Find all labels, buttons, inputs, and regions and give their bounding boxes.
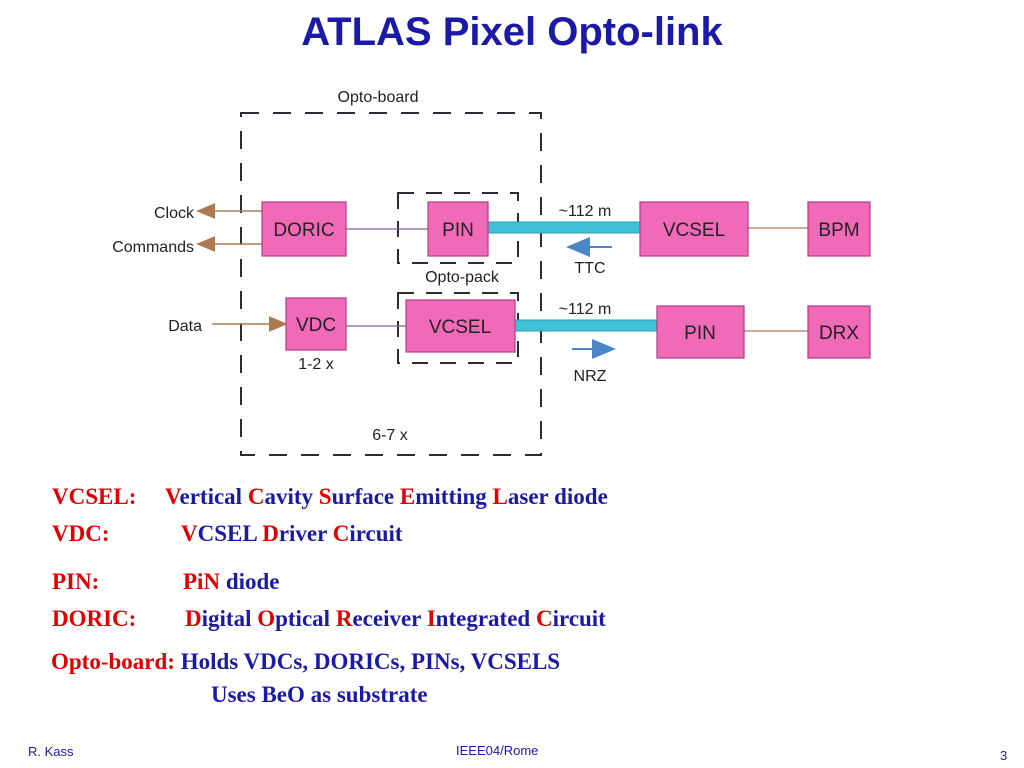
doric-label: DORIC	[273, 220, 334, 241]
opto-board-note-line2: Uses BeO as substrate	[211, 682, 428, 707]
footer-author: R. Kass	[28, 744, 74, 759]
bottom-fiber-length: ~112 m	[559, 301, 612, 318]
pin-remote-label: PIN	[684, 323, 716, 344]
doric-box	[261, 201, 347, 257]
definition-part: C	[332, 521, 350, 546]
definition-part: eceiver	[352, 606, 427, 631]
definition-part: V	[165, 484, 180, 509]
vcsel-board-label: VCSEL	[429, 317, 491, 338]
definition-part: L	[492, 484, 508, 509]
definition-term: VDC:	[52, 521, 110, 546]
definition-part: ircuit	[349, 521, 403, 546]
definition-part: mitting	[415, 484, 493, 509]
nrz-label: NRZ	[574, 368, 607, 385]
definition-part: C	[247, 484, 265, 509]
opto-pack-label-bg	[416, 266, 508, 288]
definition-part: C	[535, 606, 553, 631]
vcsel-board-box	[405, 299, 516, 353]
definition-part: urface	[331, 484, 400, 509]
vcsel-remote-label: VCSEL	[663, 220, 725, 241]
bpm-label: BPM	[818, 220, 859, 241]
pin-remote-box	[656, 305, 745, 359]
opto-board-note-line1: Holds VDCs, DORICs, PINs, VCSELS	[180, 649, 561, 674]
definition-part: igital	[201, 606, 258, 631]
definition-part: D	[262, 521, 279, 546]
definition-part: CSEL	[197, 521, 263, 546]
pin-board-box	[427, 201, 489, 257]
clock-label: Clock	[154, 205, 195, 222]
definition-part: V	[181, 521, 198, 546]
definition-term: VCSEL:	[52, 484, 137, 509]
definition-expansion: Digital Optical Receiver Integrated Circ…	[185, 606, 606, 632]
commands-label: Commands	[112, 239, 194, 256]
definition-part: diode	[220, 569, 280, 594]
opto-link-diagram: Opto-board Opto-pack Clock Commands Data…	[112, 86, 871, 456]
bpm-box	[807, 201, 871, 257]
definition-part: ntegrated	[435, 606, 536, 631]
pin-board-label: PIN	[442, 220, 474, 241]
definition-vcsel: VCSEL: Vertical Cavity Surface Emitting …	[52, 484, 608, 510]
definition-part: D	[185, 606, 202, 631]
definition-part: ircuit	[552, 606, 606, 631]
footer-venue: IEEE04/Rome	[456, 743, 539, 758]
vdc-multiplier: 1-2 x	[298, 356, 334, 373]
definition-doric: DORIC: Digital Optical Receiver Integrat…	[52, 606, 606, 632]
definition-part: I	[426, 606, 436, 631]
top-fiber-length: ~112 m	[559, 203, 612, 220]
opto-board-label: Opto-board	[338, 89, 419, 106]
vcsel-remote-box	[639, 201, 749, 257]
definition-part: ertical	[179, 484, 248, 509]
definition-term: Opto-board:	[51, 649, 175, 674]
definition-part: river	[278, 521, 333, 546]
definition-expansion: Vertical Cavity Surface Emitting Laser d…	[165, 484, 608, 510]
definition-opto-board: Opto-board: Holds VDCs, DORICs, PINs, VC…	[51, 649, 560, 675]
definition-expansion: PiN diode	[183, 569, 280, 595]
opto-pack-label: Opto-pack	[425, 269, 500, 286]
drx-label: DRX	[819, 323, 859, 344]
definition-part: PiN	[183, 569, 221, 594]
top-fiber	[487, 221, 641, 234]
opto-board-label-bg	[318, 86, 442, 110]
definition-term: PIN:	[52, 569, 100, 594]
footer-page-number: 3	[1000, 748, 1008, 763]
definition-part: R	[335, 606, 353, 631]
vdc-box	[285, 297, 347, 351]
definition-part: avity	[264, 484, 319, 509]
drx-box	[807, 305, 871, 359]
definition-term: DORIC:	[52, 606, 137, 631]
definition-pin: PIN: PiN diode	[52, 569, 280, 595]
definition-part: O	[257, 606, 276, 631]
board-multiplier: 6-7 x	[372, 427, 408, 444]
definition-vdc: VDC: VCSEL Driver Circuit	[52, 521, 403, 547]
definition-part: S	[318, 484, 332, 509]
slide-title: ATLAS Pixel Opto-link	[301, 10, 723, 54]
definition-part: E	[399, 484, 416, 509]
vdc-label: VDC	[296, 315, 336, 336]
definition-part: ptical	[275, 606, 336, 631]
definition-part: aser diode	[507, 484, 608, 509]
definition-expansion: VCSEL Driver Circuit	[181, 521, 403, 547]
ttc-label: TTC	[574, 260, 605, 277]
bottom-fiber	[514, 319, 658, 332]
data-label: Data	[168, 318, 202, 335]
